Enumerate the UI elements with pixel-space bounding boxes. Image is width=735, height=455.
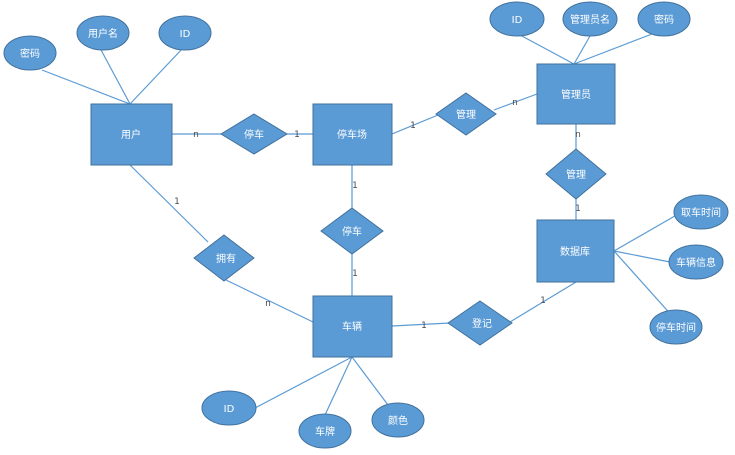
attribute-user-username-label: 用户名 — [88, 27, 118, 40]
card-park2-vehicle: 1 — [352, 269, 358, 279]
entity-user-label: 用户 — [121, 128, 141, 141]
cardinality-labels: n 1 1 n n 1 1 n 1 1 1 1 — [174, 98, 581, 331]
attribute-db-vehicle-info-label: 车辆信息 — [676, 256, 716, 269]
card-user-park: n — [193, 130, 199, 140]
edge-vehicle-color — [351, 356, 389, 406]
relationship-own[interactable]: 拥有 — [193, 234, 255, 282]
edge-vehicle-id — [254, 356, 353, 409]
attribute-vehicle-color[interactable]: 颜色 — [371, 402, 425, 438]
connectors — [41, 33, 681, 416]
attribute-user-password[interactable]: 密码 — [3, 35, 57, 71]
attribute-vehicle-id[interactable]: ID — [201, 390, 257, 426]
attribute-user-username[interactable]: 用户名 — [76, 15, 130, 51]
attribute-user-password-label: 密码 — [20, 47, 40, 60]
edge-admin-password — [573, 33, 653, 65]
attribute-db-pickup-time-label: 取车时间 — [681, 206, 721, 219]
entity-parking-lot[interactable]: 停车场 — [312, 103, 393, 166]
edge-user-own — [129, 164, 209, 243]
edge-db-parktime — [613, 250, 675, 319]
entity-vehicle-label: 车辆 — [342, 320, 362, 333]
card-park-lot: 1 — [294, 130, 300, 140]
attribute-db-pickup-time[interactable]: 取车时间 — [673, 194, 729, 230]
card-manage-admin: n — [512, 98, 518, 108]
entity-vehicle[interactable]: 车辆 — [312, 295, 393, 358]
relationship-manage-lot-admin[interactable]: 管理 — [435, 92, 497, 136]
relationship-park-vehicle-lot-label: 停车 — [342, 225, 362, 238]
entity-database[interactable]: 数据库 — [536, 219, 615, 283]
relationship-register[interactable]: 登记 — [447, 300, 513, 346]
attribute-vehicle-color-label: 颜色 — [388, 414, 408, 427]
edge-admin-name — [573, 35, 591, 65]
edge-register-db — [509, 281, 577, 323]
card-lot-manage: 1 — [410, 121, 416, 131]
edge-admin-id — [519, 34, 575, 65]
attribute-db-parking-time[interactable]: 停车时间 — [649, 309, 703, 345]
entity-admin[interactable]: 管理员 — [536, 63, 616, 125]
attribute-admin-password[interactable]: 密码 — [637, 1, 691, 37]
entity-admin-label: 管理员 — [561, 88, 591, 101]
relationship-park-vehicle-lot[interactable]: 停车 — [320, 207, 384, 255]
attribute-admin-password-label: 密码 — [654, 13, 674, 26]
attribute-admin-id-label: ID — [512, 15, 523, 26]
edge-vehicle-register — [391, 322, 451, 327]
edge-db-pickup — [613, 212, 681, 252]
entity-parking-lot-label: 停车场 — [337, 128, 367, 141]
attribute-admin-name-label: 管理员名 — [570, 13, 610, 26]
card-register-db: 1 — [540, 296, 546, 306]
relationship-park-user-lot[interactable]: 停车 — [220, 113, 288, 155]
edge-vehicle-plate — [324, 356, 353, 416]
entity-user[interactable]: 用户 — [90, 103, 173, 166]
attribute-vehicle-plate-label: 车牌 — [315, 425, 335, 438]
edge-user-id — [129, 47, 184, 105]
card-vehicle-register: 1 — [421, 321, 427, 331]
relationship-own-label: 拥有 — [216, 252, 236, 265]
attribute-vehicle-plate[interactable]: 车牌 — [298, 413, 352, 449]
attribute-user-id[interactable]: ID — [158, 15, 212, 51]
relationship-register-label: 登记 — [472, 317, 492, 330]
attribute-admin-name[interactable]: 管理员名 — [562, 1, 618, 37]
edge-manage-admin — [493, 93, 538, 111]
entity-database-label: 数据库 — [560, 245, 590, 258]
edge-own-vehicle — [225, 279, 314, 323]
relationship-manage-lot-admin-label: 管理 — [456, 108, 476, 121]
edge-lot-manage — [391, 114, 439, 135]
relationship-manage-admin-db[interactable]: 管理 — [545, 148, 607, 200]
attribute-vehicle-id-label: ID — [224, 404, 235, 415]
card-lot-park2: 1 — [352, 181, 358, 191]
card-own-vehicle: n — [265, 299, 271, 309]
card-admin-manage2: n — [575, 130, 581, 140]
card-user-own: 1 — [174, 197, 180, 207]
card-manage2-db: 1 — [575, 204, 581, 214]
attribute-db-parking-time-label: 停车时间 — [656, 321, 696, 334]
relationship-park-user-lot-label: 停车 — [244, 128, 264, 141]
attribute-db-vehicle-info[interactable]: 车辆信息 — [668, 244, 724, 280]
edge-db-info — [613, 250, 671, 263]
attribute-admin-id[interactable]: ID — [489, 1, 545, 37]
relationship-manage-admin-db-label: 管理 — [566, 168, 586, 181]
edge-user-password — [41, 69, 131, 105]
attribute-user-id-label: ID — [180, 29, 191, 40]
edge-user-username — [99, 47, 131, 105]
